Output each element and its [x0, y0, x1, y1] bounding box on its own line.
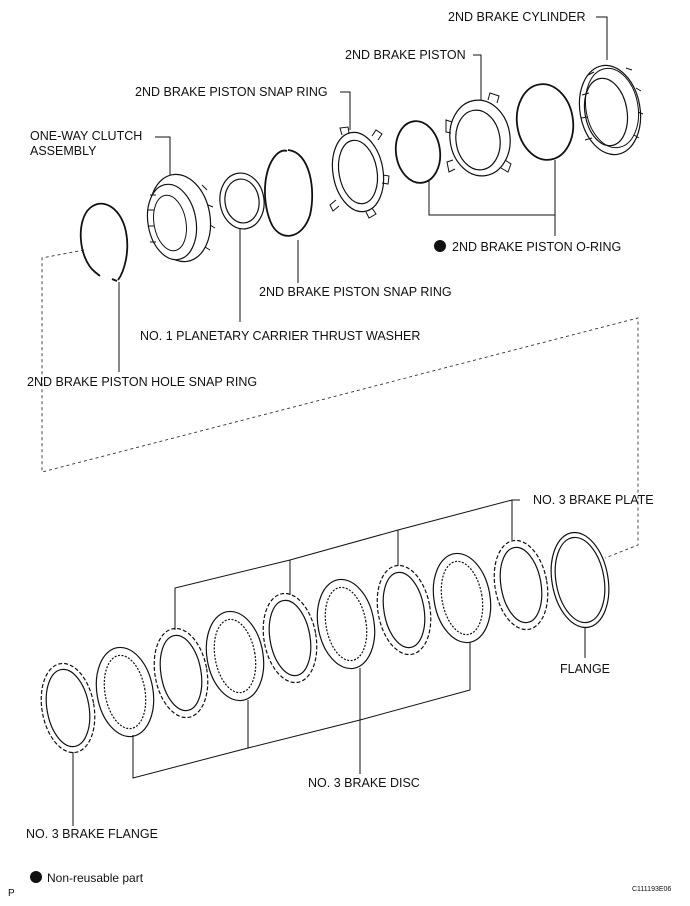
brake-piston-part	[445, 92, 512, 177]
upper-leader-lines	[118, 16, 608, 372]
label-brake-disc: NO. 3 BRAKE DISC	[308, 776, 420, 790]
brake-disc-8	[432, 552, 492, 644]
label-brake-piston: 2ND BRAKE PISTON	[345, 48, 466, 62]
piston-snap-ring-open	[264, 149, 314, 237]
one-way-clutch-part	[146, 173, 216, 263]
label-one-way-clutch-1: ONE-WAY CLUTCH	[30, 129, 142, 143]
flange-part	[550, 531, 610, 629]
brake-disc-2	[95, 646, 155, 738]
corner-p-label: P	[8, 888, 15, 899]
brake-plate-5	[262, 592, 318, 684]
brake-disc-6	[316, 578, 376, 670]
label-brake-cylinder: 2ND BRAKE CYLINDER	[448, 10, 586, 24]
piston-o-ring-large	[515, 83, 575, 161]
label-thrust-washer: NO. 1 PLANETARY CARRIER THRUST WASHER	[140, 329, 420, 343]
brake-cylinder-part	[578, 64, 644, 156]
piston-o-ring-small	[394, 120, 442, 184]
nonreusable-marker-icon	[434, 240, 446, 252]
label-piston-snap-ring-top: 2ND BRAKE PISTON SNAP RING	[135, 85, 328, 99]
piston-snap-ring-toothed	[329, 126, 390, 219]
label-hole-snap-ring: 2ND BRAKE PISTON HOLE SNAP RING	[27, 375, 257, 389]
label-piston-snap-ring-mid: 2ND BRAKE PISTON SNAP RING	[259, 285, 452, 299]
brake-plate-7	[376, 564, 432, 656]
legend-nonreusable-text: Non-reusable part	[47, 871, 144, 885]
label-brake-plate: NO. 3 BRAKE PLATE	[533, 493, 654, 507]
label-flange: FLANGE	[560, 662, 610, 676]
figure-code: C111193E06	[632, 886, 671, 893]
label-brake-flange: NO. 3 BRAKE FLANGE	[26, 827, 158, 841]
label-piston-o-ring: 2ND BRAKE PISTON O-RING	[452, 240, 621, 254]
brake-plate-3	[153, 627, 209, 719]
alignment-dashed-lines	[41, 249, 639, 559]
hole-snap-ring-part	[79, 202, 129, 282]
label-one-way-clutch-2: ASSEMBLY	[30, 144, 97, 158]
brake-disc-4	[205, 610, 265, 702]
thrust-washer-part	[219, 172, 265, 230]
legend-marker-icon	[30, 871, 42, 883]
brake-plate-9	[493, 539, 549, 631]
lower-leader-lines	[72, 499, 586, 826]
brake-flange-1	[40, 662, 96, 754]
